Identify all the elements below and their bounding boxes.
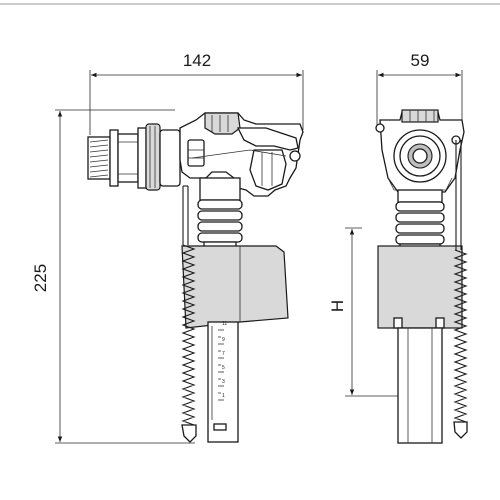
float-rod <box>182 185 189 245</box>
dimension-width-front: 59 <box>376 51 463 125</box>
width-front-label: 59 <box>411 51 430 70</box>
front-rod <box>455 140 462 250</box>
height-total-label: 225 <box>31 264 50 292</box>
scale-tube: 11 9 7 5 3 1 <box>207 321 239 443</box>
dimension-height-adjust: H <box>328 227 405 397</box>
valve-head <box>179 112 304 197</box>
dimension-height-total: 225 <box>31 109 195 444</box>
float <box>181 245 289 329</box>
front-tube <box>397 327 443 444</box>
width-side-label: 142 <box>183 51 211 70</box>
scale-mark: 5 <box>222 365 225 371</box>
adjust-spring <box>181 244 196 426</box>
scale-mark: 3 <box>222 379 225 385</box>
rod-end-cap <box>181 424 197 443</box>
valve-side-view: 11 9 7 5 3 1 <box>87 112 304 443</box>
bellows <box>197 177 243 253</box>
threaded-inlet <box>87 123 181 191</box>
valve-front-view <box>375 109 468 444</box>
scale-mark: 9 <box>222 337 225 343</box>
front-float <box>377 245 463 329</box>
scale-mark: 11 <box>222 321 227 327</box>
scale-mark: 7 <box>222 351 225 357</box>
height-adjust-label: H <box>328 300 347 312</box>
scale-mark: 1 <box>222 393 225 399</box>
front-adjust-spring <box>453 249 468 423</box>
dimension-width-side: 142 <box>89 51 304 135</box>
front-head <box>375 109 465 193</box>
front-bellows <box>395 189 445 253</box>
front-rod-end-cap <box>453 421 468 439</box>
